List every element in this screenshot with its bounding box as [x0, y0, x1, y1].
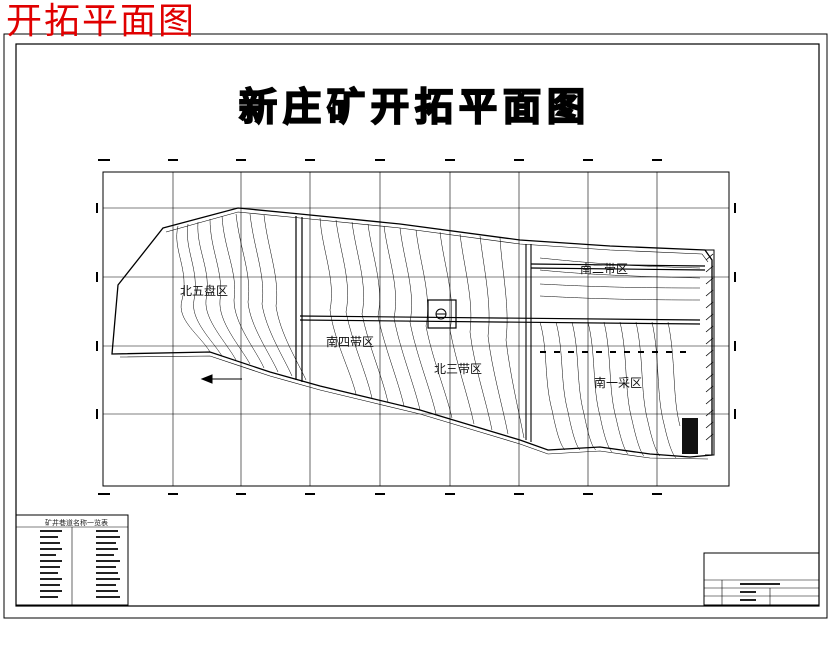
title-block — [703, 552, 820, 606]
coordinate-grid — [103, 172, 729, 486]
boundary-hatching — [705, 249, 715, 456]
region-north-five: 北五盘区 — [180, 284, 229, 298]
region-south-four: 南四带区 — [326, 335, 375, 349]
legend-rows — [40, 530, 120, 598]
roadways — [295, 216, 706, 442]
sheet-outer-border — [3, 33, 828, 619]
drawing-title: 新庄矿开拓平面图 — [238, 83, 591, 130]
sheet-inner-border — [15, 43, 820, 607]
region-north-three: 北三带区 — [434, 362, 483, 376]
shaft-symbol — [427, 299, 457, 329]
legend-title: 矿井巷道名称一览表 — [45, 519, 108, 527]
region-south-two: 南二带区 — [580, 262, 629, 276]
region-south-one: 南一采区 — [594, 376, 643, 390]
legend-table — [15, 514, 129, 606]
coordinate-ticks — [96, 159, 736, 495]
contour-lines — [176, 213, 701, 459]
dark-block — [682, 418, 698, 454]
title-block-fill — [740, 583, 780, 601]
north-arrow — [200, 374, 242, 384]
map-frame — [102, 171, 730, 487]
caption-title: 开拓平面图 — [6, 1, 197, 42]
